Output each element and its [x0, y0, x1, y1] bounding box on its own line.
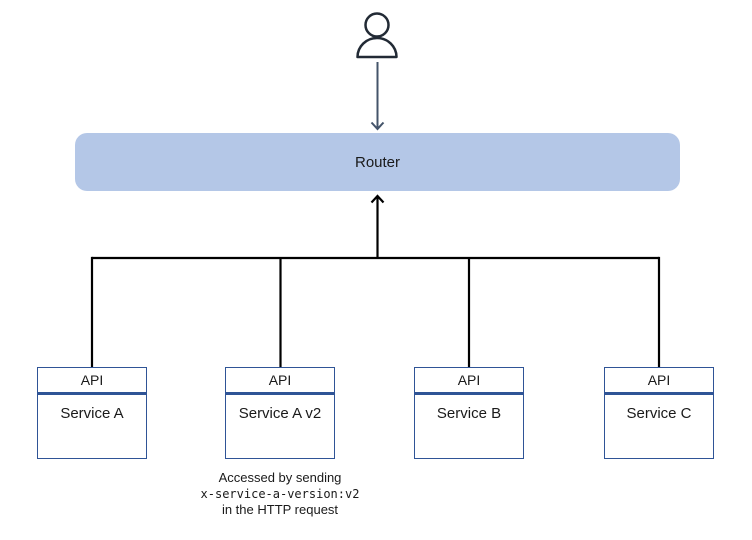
service-name: Service B: [436, 405, 502, 422]
api-header: API: [38, 368, 146, 395]
tree-branches: [90, 256, 661, 367]
service-node-c: API Service C: [604, 367, 714, 459]
arrowhead-up-icon: [370, 194, 385, 204]
person-icon: [356, 12, 398, 59]
user-to-router-arrow: [370, 62, 385, 131]
service-node-b: API Service B: [414, 367, 524, 459]
tree-to-router-arrow: [370, 194, 385, 258]
api-header: API: [415, 368, 523, 395]
annotation-line-1: Accessed by sending: [218, 470, 342, 485]
service-name: Service A v2: [238, 405, 322, 422]
service-node-a-v2: API Service A v2: [225, 367, 335, 459]
router-node: Router: [75, 133, 680, 191]
api-header: API: [226, 368, 334, 395]
api-header: API: [605, 368, 713, 395]
router-label: Router: [354, 153, 401, 171]
annotation-code: x-service-a-version:v2: [200, 487, 360, 501]
annotation: Accessed by sending x-service-a-version:…: [170, 470, 390, 518]
service-name: Service A: [60, 405, 124, 422]
arrowhead-down-icon: [370, 121, 385, 131]
annotation-line-2: in the HTTP request: [221, 502, 339, 517]
service-name: Service C: [626, 405, 692, 422]
service-node-a: API Service A: [37, 367, 147, 459]
